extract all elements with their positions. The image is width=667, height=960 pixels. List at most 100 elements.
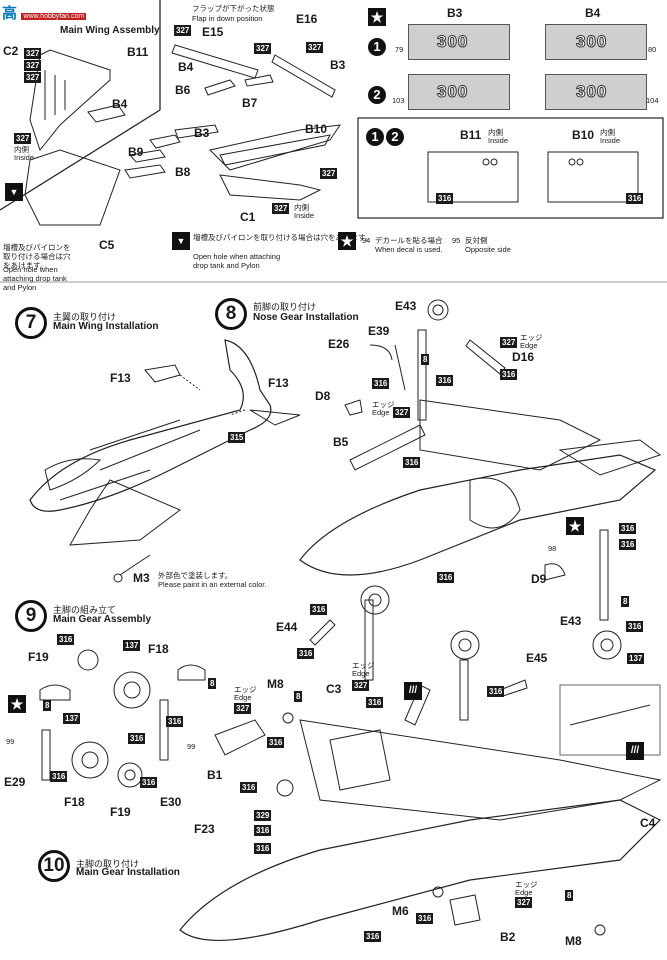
color-316: 316 bbox=[626, 193, 644, 204]
inside-en: Inside bbox=[488, 136, 509, 145]
color-316: 316 bbox=[619, 539, 637, 550]
step-number-8: 8 bbox=[215, 298, 247, 330]
part-B10: B10 bbox=[305, 122, 328, 136]
inside-jp: 内側 bbox=[294, 203, 309, 212]
star-mark-icon: ★ bbox=[338, 232, 356, 250]
inside-en: Inside bbox=[14, 153, 35, 162]
legend-95-num: 95 bbox=[452, 236, 461, 245]
decal-98: 98 bbox=[548, 544, 557, 553]
color-316: 316 bbox=[166, 716, 184, 727]
marking-1-icon: 1 bbox=[366, 128, 384, 146]
color-327: 327 bbox=[515, 897, 533, 908]
legend-94-num: 94 bbox=[362, 236, 371, 245]
part-B3-flap: B3 bbox=[330, 58, 346, 72]
color-327: 327 bbox=[352, 680, 370, 691]
left-note-en: Open hole when attaching drop tank and P… bbox=[3, 265, 67, 292]
color-316: 316 bbox=[50, 771, 68, 782]
stripe-icon: /// bbox=[626, 742, 644, 760]
color-316: 316 bbox=[619, 523, 637, 534]
legend-94-jp: デカールを貼る場合 bbox=[375, 236, 443, 245]
inside-jp: 内側 bbox=[488, 128, 503, 137]
decal-panel-b4-row2: 300 bbox=[545, 74, 647, 110]
step7-jp: 主翼の取り付け bbox=[53, 312, 117, 322]
edge-jp: エッジ bbox=[515, 880, 538, 889]
step6-title: Main Wing Assembly bbox=[60, 25, 160, 36]
decal-num-79: 79 bbox=[395, 45, 404, 54]
step9-en: Main Gear Assembly bbox=[53, 614, 152, 625]
edge-jp: エッジ bbox=[234, 685, 257, 694]
part-D9: D9 bbox=[531, 572, 547, 586]
part-F19a: F19 bbox=[28, 650, 49, 664]
color-316: 316 bbox=[267, 737, 285, 748]
color-316: 316 bbox=[140, 777, 158, 788]
part-B11: B11 bbox=[127, 45, 149, 59]
part-C1: C1 bbox=[240, 210, 256, 224]
color-316: 316 bbox=[487, 686, 505, 697]
watermark-en: www.hobbyfan.com bbox=[21, 13, 87, 20]
edge-jp: エッジ bbox=[352, 661, 375, 670]
part-B1: B1 bbox=[207, 768, 223, 782]
edge-en: Edge bbox=[520, 341, 538, 350]
star-mark-icon: ★ bbox=[368, 8, 386, 26]
edge-en: Edge bbox=[234, 693, 252, 702]
part-E30: E30 bbox=[160, 795, 182, 809]
part-M8b: M8 bbox=[565, 934, 582, 948]
edge-jp: エッジ bbox=[372, 400, 395, 409]
flap-note-en: Flap in down position bbox=[192, 14, 263, 23]
decal-panel-b3-row2: 300 bbox=[408, 74, 510, 110]
edge-en: Edge bbox=[352, 669, 370, 678]
step8-en: Nose Gear Installation bbox=[253, 312, 359, 323]
inside-jp: 内側 bbox=[600, 128, 615, 137]
decal-number: 300 bbox=[436, 32, 469, 52]
color-327: 327 bbox=[234, 703, 252, 714]
step9-jp: 主脚の組み立て bbox=[53, 605, 117, 615]
inside-jp: 内側 bbox=[14, 145, 29, 154]
color-316: 316 bbox=[128, 733, 146, 744]
color-137: 137 bbox=[123, 640, 141, 651]
legend-95-en: Opposite side bbox=[465, 245, 511, 254]
drill-icon: ▼ bbox=[5, 183, 23, 201]
part-F18a: F18 bbox=[148, 642, 169, 656]
color-8: 8 bbox=[294, 691, 303, 702]
decal-99: 99 bbox=[6, 737, 15, 746]
color-327: 327 bbox=[254, 43, 272, 54]
decal-number: 300 bbox=[436, 82, 469, 102]
header-b4: B4 bbox=[585, 6, 601, 20]
decal-num-104: 104 bbox=[646, 96, 659, 105]
color-316: 316 bbox=[57, 634, 75, 645]
color-316: 316 bbox=[500, 369, 518, 380]
part-B5: B5 bbox=[333, 435, 349, 449]
step10-en: Main Gear Installation bbox=[76, 867, 180, 878]
header-b3: B3 bbox=[447, 6, 463, 20]
part-E39: E39 bbox=[368, 324, 390, 338]
decal-99: 99 bbox=[187, 742, 196, 751]
color-329: 329 bbox=[254, 810, 272, 821]
color-327: 327 bbox=[24, 60, 42, 71]
part-B9: B9 bbox=[128, 145, 144, 159]
color-8: 8 bbox=[43, 700, 52, 711]
stripe-icon: /// bbox=[404, 682, 422, 700]
color-316: 316 bbox=[254, 825, 272, 836]
part-E26: E26 bbox=[328, 337, 350, 351]
color-327: 327 bbox=[393, 407, 411, 418]
part-M3: M3 bbox=[133, 571, 150, 585]
part-F23: F23 bbox=[194, 822, 215, 836]
color-316: 316 bbox=[372, 378, 390, 389]
decal-number: 300 bbox=[575, 82, 608, 102]
part-C2: C2 bbox=[3, 44, 19, 58]
decal-num-80: 80 bbox=[648, 45, 657, 54]
step10-jp: 主脚の取り付け bbox=[76, 859, 140, 869]
marking-1-icon: 1 bbox=[368, 38, 386, 56]
decal-number: 300 bbox=[575, 32, 608, 52]
color-316: 316 bbox=[366, 697, 384, 708]
step7-en: Main Wing Installation bbox=[53, 321, 159, 332]
part-D8: D8 bbox=[315, 389, 331, 403]
color-8: 8 bbox=[621, 596, 630, 607]
edge-jp: エッジ bbox=[520, 333, 543, 342]
step-number-7: 7 bbox=[15, 307, 47, 339]
part-E43b: E43 bbox=[560, 614, 582, 628]
part-B2: B2 bbox=[500, 930, 516, 944]
part-C5: C5 bbox=[99, 238, 115, 252]
drop-note-en: Open hole when attaching drop tank and P… bbox=[193, 252, 281, 270]
part-E45: E45 bbox=[526, 651, 548, 665]
